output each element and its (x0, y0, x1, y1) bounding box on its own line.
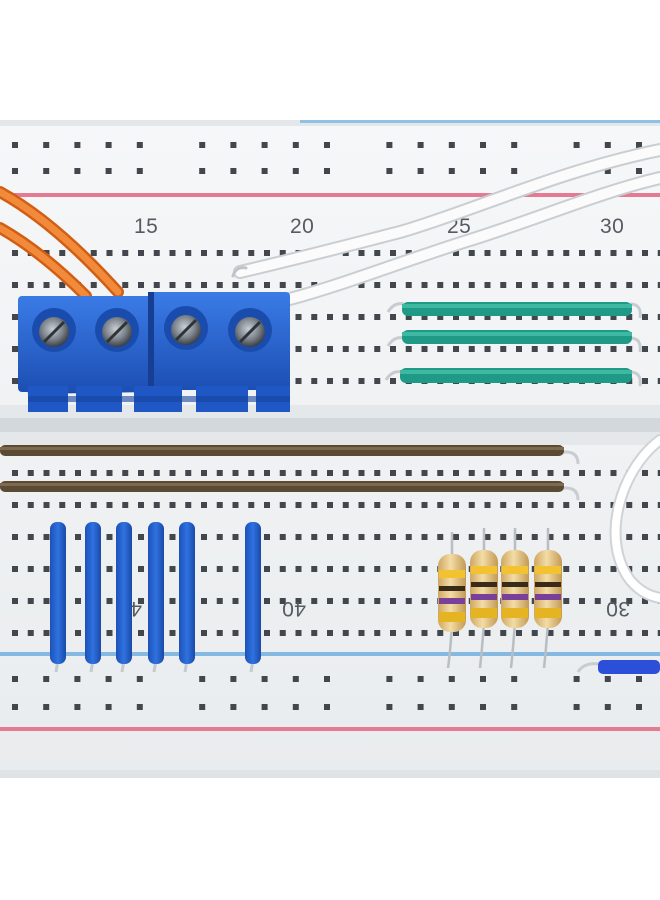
bottom-blue-rail-line (0, 652, 660, 656)
center-channel-groove (0, 418, 660, 432)
top-blue-rail-line (300, 120, 660, 123)
resistors (438, 528, 562, 669)
white-wires (231, 143, 660, 604)
board-bottom-edge (0, 770, 660, 778)
blue-jumper (116, 522, 132, 664)
blue-jumper (245, 522, 261, 664)
blue-jumper (50, 522, 66, 664)
orange-wires (0, 186, 124, 302)
column-label-partial-inverted: 4 (130, 597, 142, 620)
brown-jumpers (0, 445, 580, 501)
column-label-30: 30 (600, 215, 624, 238)
green-jumpers (384, 302, 642, 387)
column-label-30-inverted: 30 (606, 597, 630, 620)
column-label-20: 20 (290, 215, 314, 238)
column-label-40-inverted: 40 (282, 597, 306, 620)
top-red-rail-line (0, 193, 660, 197)
blue-jumper (148, 522, 164, 664)
column-label-15: 15 (134, 215, 158, 238)
bottom-red-rail-line (0, 727, 660, 731)
blue-jumper (179, 522, 195, 664)
blue-jumper (85, 522, 101, 664)
blue-jumpers (50, 522, 261, 673)
screw-terminal-block (18, 292, 290, 412)
blue-jumper-bottom-right (576, 660, 660, 674)
